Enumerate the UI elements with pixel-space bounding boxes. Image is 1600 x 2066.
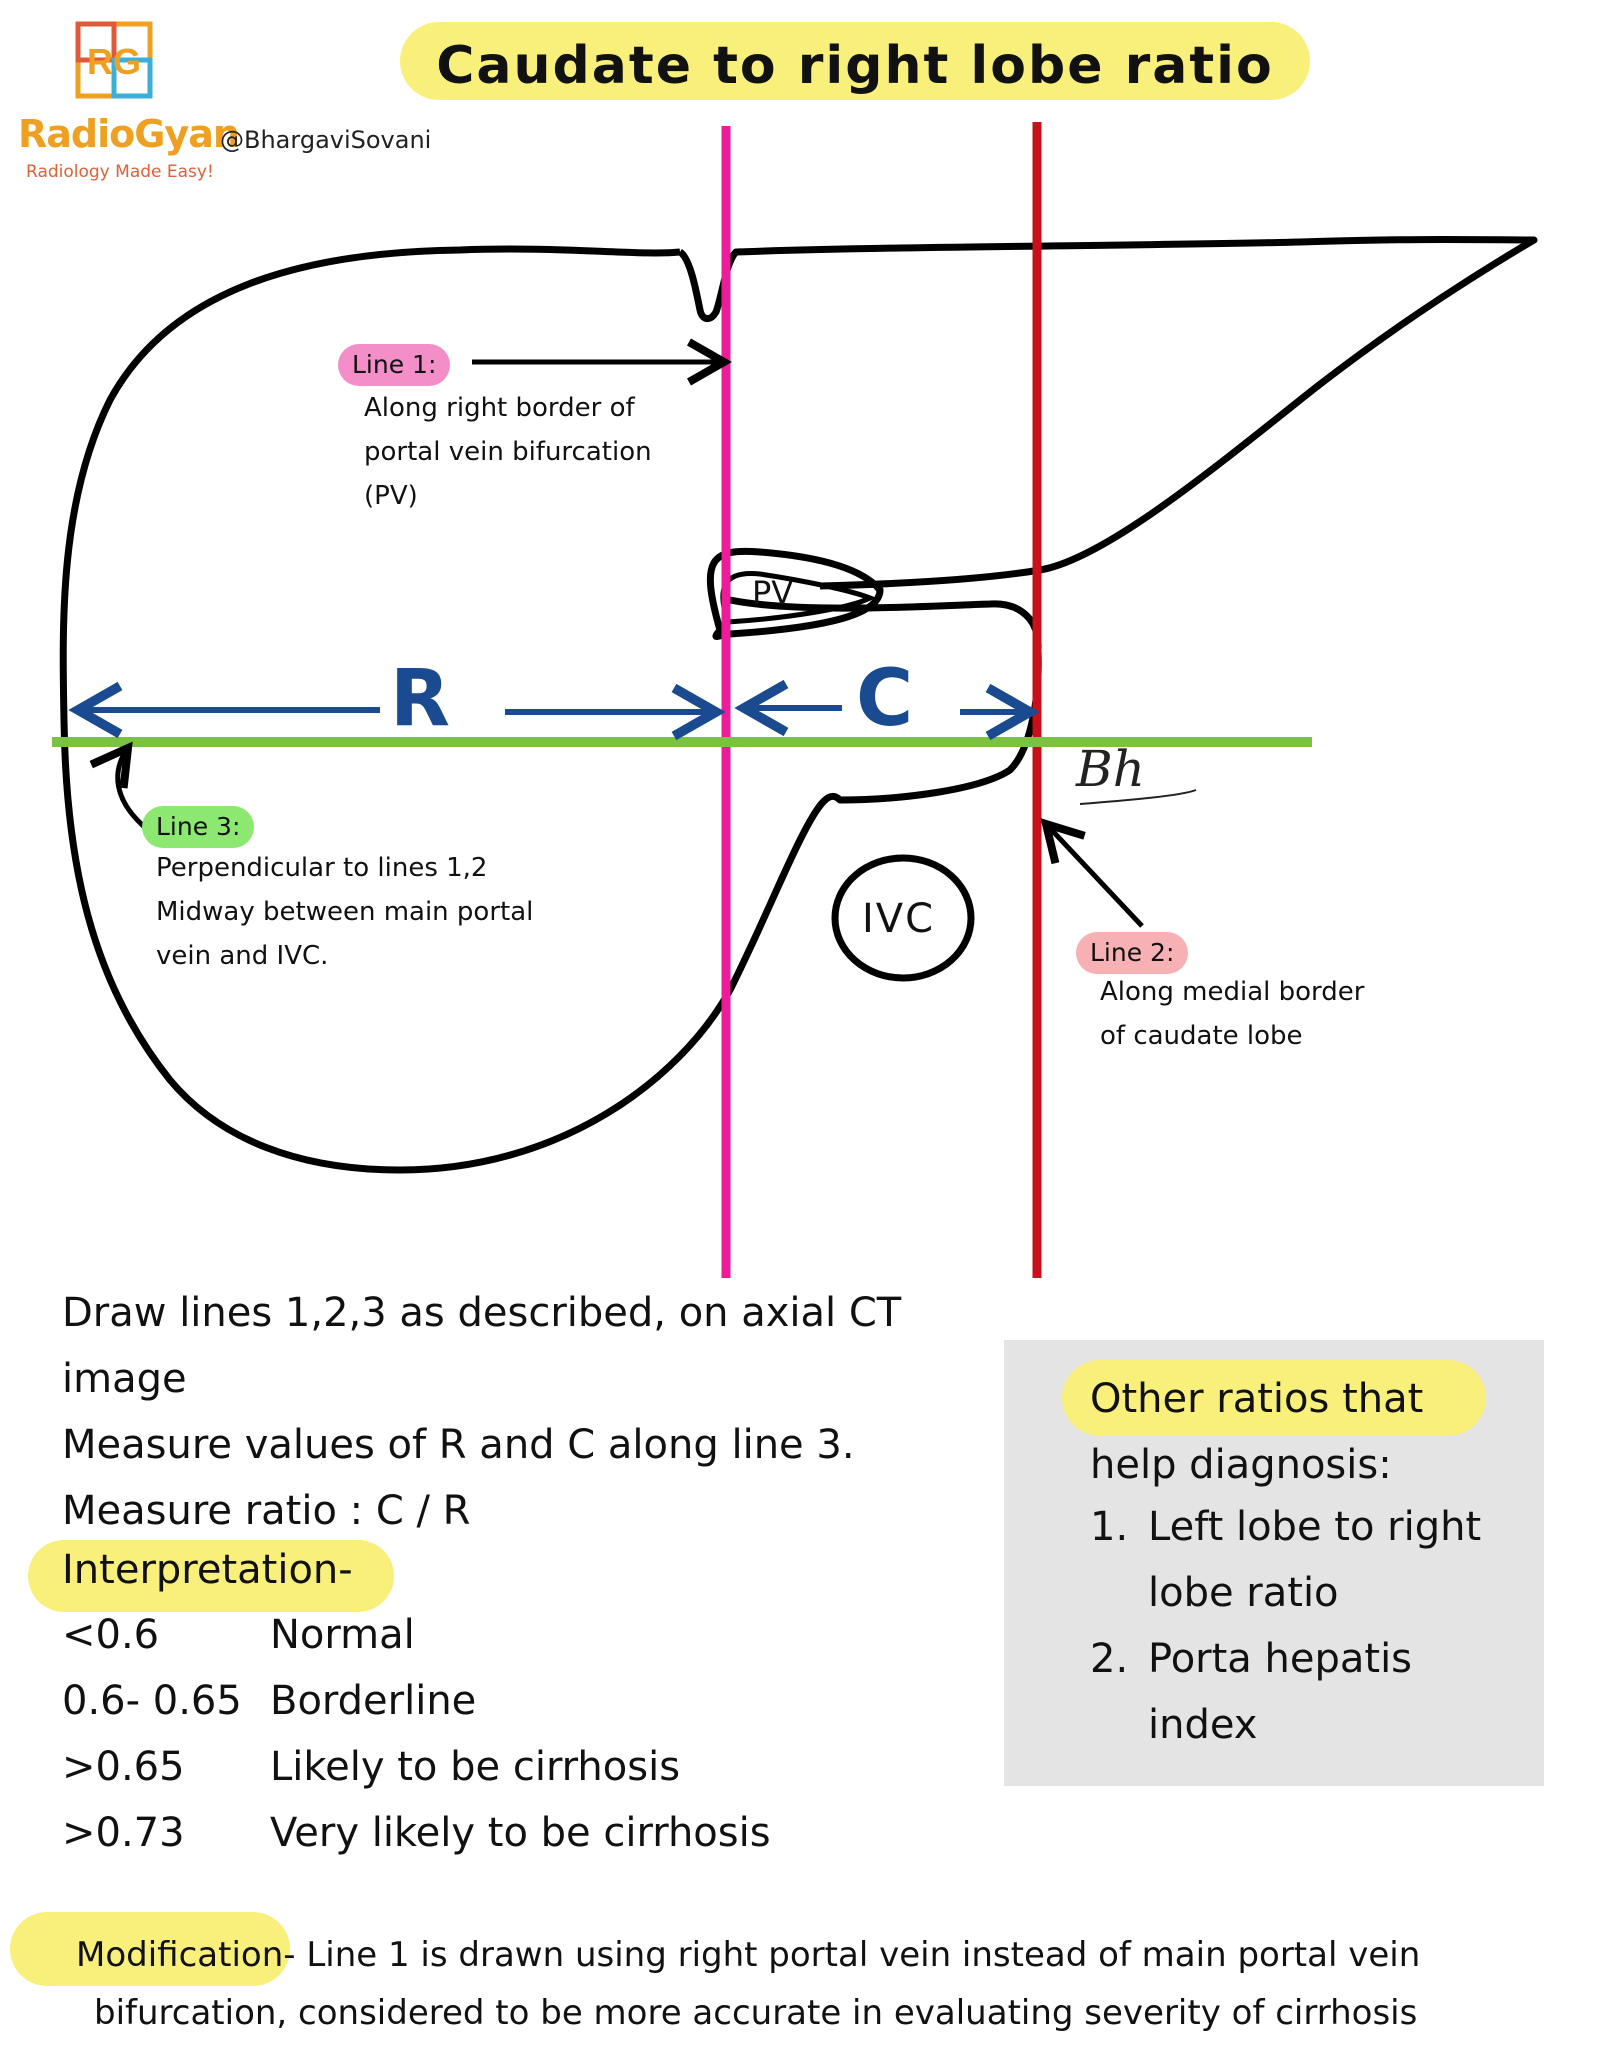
title-highlight [400,22,1310,100]
interpretation-row: >0.73 Very likely to be cirrhosis [62,1810,771,1856]
left-lobe-outline [677,236,1538,590]
brand-name: RadioGyan [18,112,240,156]
list-item: 2. Porta hepatis index [1090,1626,1548,1758]
line2-callout-arrow [1040,818,1144,928]
list-number: 1. [1090,1504,1129,1550]
brand-tagline: Radiology Made Easy! [26,162,214,182]
list-item: 1. Left lobe to right lobe ratio [1090,1494,1548,1626]
ratio-value: <0.6 [62,1612,160,1658]
modification-text-2: bifurcation, considered to be more accur… [94,1993,1418,2033]
c-label: C [856,654,914,744]
modification-label: Modification [76,1935,284,1975]
line2-description: Along medial border of caudate lobe [1100,977,1365,1051]
ratio-meaning: Very likely to be cirrhosis [270,1810,771,1856]
modification-highlight [10,1912,290,1986]
line3-tag: Line 3: [142,806,255,848]
ratio-value: 0.6- 0.65 [62,1678,242,1724]
pv-label: PV [752,574,794,612]
line3-callout-arrow [89,741,150,832]
ratio-meaning: Normal [270,1612,415,1658]
modification-note: Modification- Line 1 is drawn using righ… [76,1926,1576,2042]
radiogyan-logo-icon: RG [75,21,153,99]
modification-text-1: - Line 1 is drawn using right portal vei… [283,1935,1421,1975]
r-label: R [390,654,451,744]
other-ratios-list: 1. Left lobe to right lobe ratio 2. Port… [1090,1494,1548,1758]
line1-description: Along right border of portal vein bifurc… [364,393,652,511]
instructions: Draw lines 1,2,3 as described, on axial … [62,1280,962,1544]
ivc-label: IVC [862,896,936,942]
ratio-meaning: Borderline [270,1678,477,1724]
instruction-line: Measure ratio : C / R [62,1488,471,1534]
caudate-lobe-outline [729,596,1042,651]
author-signature: Bh [1076,740,1145,798]
signature-underline [1079,789,1197,805]
ratio-meaning: Likely to be cirrhosis [270,1744,681,1790]
instruction-line: Measure values of R and C along line 3. [62,1422,855,1468]
line1-tag: Line 1: [338,344,451,386]
other-ratios-highlight [1062,1360,1486,1436]
ivc-circle [831,854,975,982]
ratio-value: >0.73 [62,1810,185,1856]
interpretation-highlight [28,1540,394,1612]
logo-mark: RG [87,41,141,82]
line2-tag: Line 2: [1076,932,1189,974]
interpretation-row: <0.6 Normal [62,1612,415,1658]
ratio-value: >0.65 [62,1744,185,1790]
interpretation-title: Interpretation- [62,1547,353,1593]
page-title: Caudate to right lobe ratio [436,36,1274,96]
interpretation-row: 0.6- 0.65 Borderline [62,1678,476,1724]
list-text: Left lobe to right lobe ratio [1148,1504,1482,1616]
other-ratios-heading: Other ratios that help diagnosis: [1090,1376,1424,1488]
author-handle: @BhargaviSovani [220,126,432,154]
instruction-line: Draw lines 1,2,3 as described, on axial … [62,1290,902,1336]
liver-diagram [52,122,1538,1278]
instruction-line: image [62,1356,187,1402]
liver-outline [59,245,1042,1174]
list-text: Porta hepatis index [1148,1636,1413,1748]
line3-description: Perpendicular to lines 1,2 Midway betwee… [156,853,534,971]
list-number: 2. [1090,1636,1129,1682]
interpretation-row: >0.65 Likely to be cirrhosis [62,1744,680,1790]
